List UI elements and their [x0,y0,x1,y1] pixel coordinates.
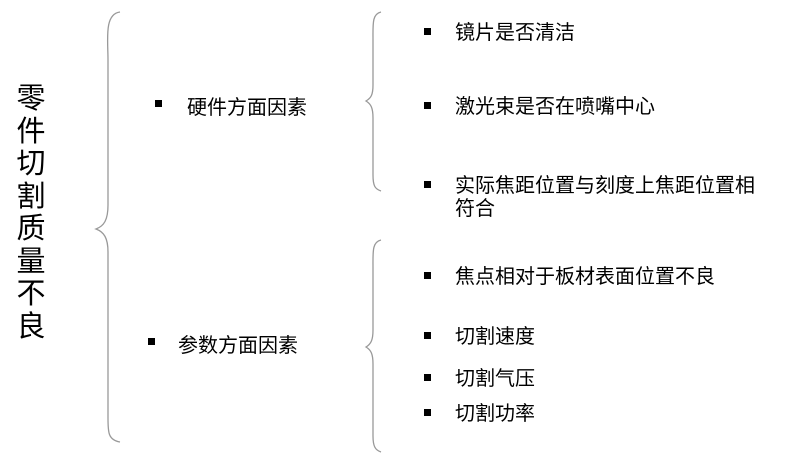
bullet-icon [155,100,162,107]
list-item: 焦点相对于板材表面位置不良 [455,264,715,288]
bullet-icon [424,28,431,35]
category-label: 参数方面因素 [178,333,298,357]
root-title: 零件切割质量不良 [16,81,46,343]
bullet-icon [424,102,431,109]
hardware-brace [364,11,382,192]
bullet-icon [424,181,431,188]
category-label: 硬件方面因素 [187,95,307,119]
bullet-icon [424,272,431,279]
bullet-icon [424,332,431,339]
list-item: 切割速度 [455,324,535,348]
bullet-icon [424,374,431,381]
root-brace [94,11,121,443]
list-item: 实际焦距位置与刻度上焦距位置相符合 [455,173,755,220]
bullet-icon [424,409,431,416]
parameter-brace [364,239,382,453]
bullet-icon [148,338,155,345]
list-item: 激光束是否在喷嘴中心 [455,94,655,118]
list-item: 镜片是否清洁 [455,20,575,44]
list-item: 切割气压 [455,366,535,390]
list-item: 切割功率 [455,401,535,425]
